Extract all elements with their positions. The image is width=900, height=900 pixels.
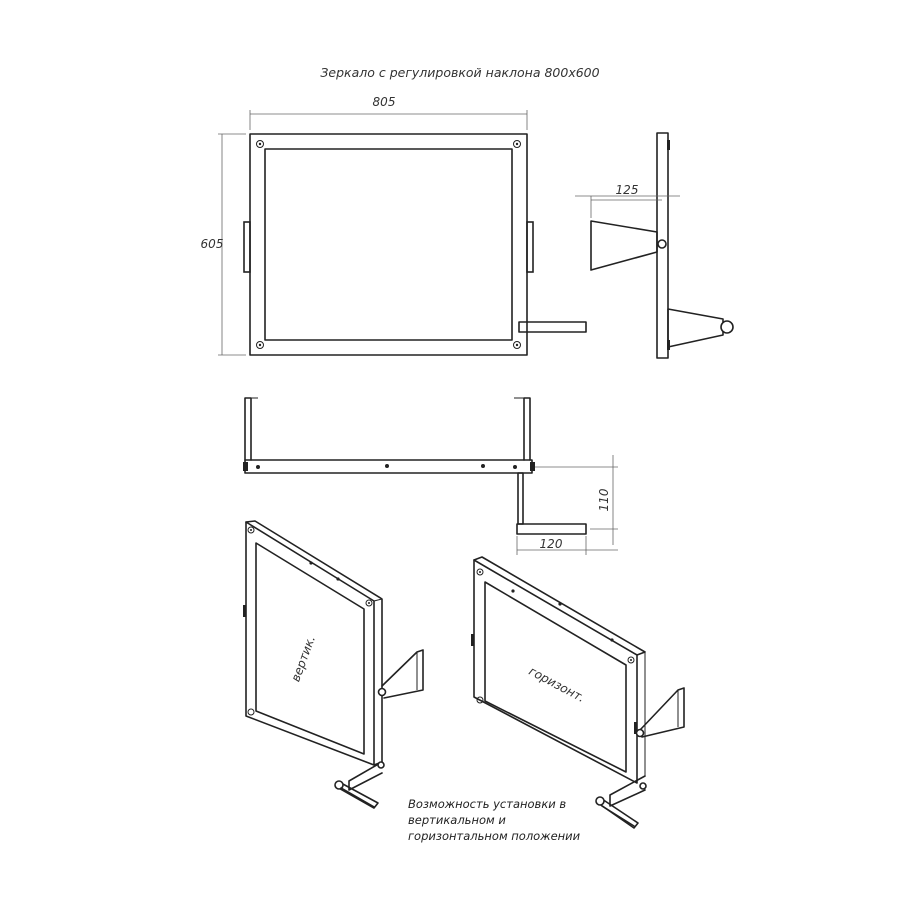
drawing-title: Зеркало с регулировкой наклона 800x600 bbox=[320, 65, 599, 80]
label-vertical: вертик. bbox=[288, 634, 318, 684]
dim-height-605: 605 bbox=[201, 237, 224, 251]
side-view: 125 bbox=[575, 132, 734, 359]
dim-width-805: 805 bbox=[373, 95, 396, 109]
installation-note: Возможность установки в вертикальном и г… bbox=[408, 797, 581, 843]
iso-horizontal-view: горизонт. bbox=[471, 556, 685, 829]
dim-depth-125: 125 bbox=[616, 183, 639, 197]
bottom-view: 110 120 bbox=[243, 397, 618, 555]
dim-width-120: 120 bbox=[540, 537, 563, 551]
dim-offset-110: 110 bbox=[597, 488, 611, 511]
label-horizontal: горизонт. bbox=[526, 664, 587, 705]
iso-vertical-view: вертик. bbox=[243, 520, 424, 809]
front-view: 805 605 bbox=[201, 95, 587, 356]
